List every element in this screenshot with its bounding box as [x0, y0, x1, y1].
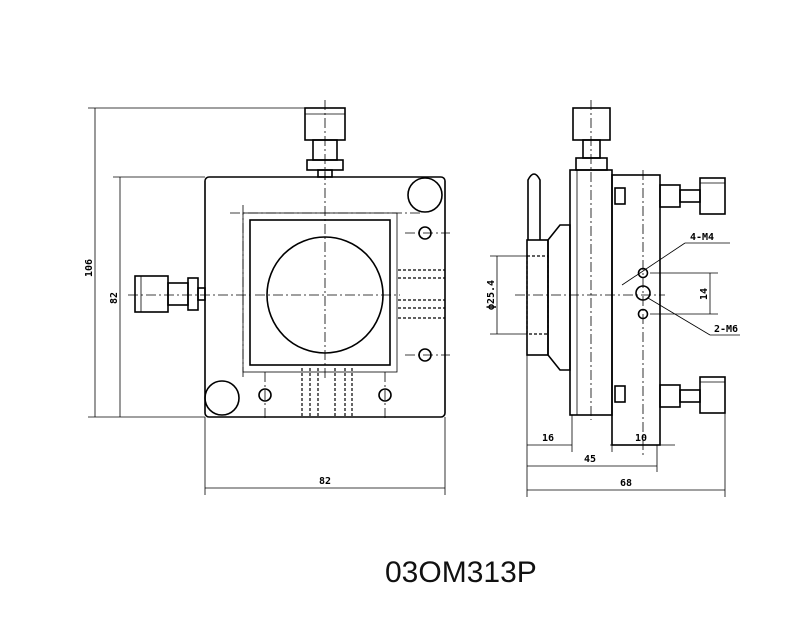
front-view [88, 100, 450, 495]
screws [258, 226, 450, 420]
side-dimensions [490, 255, 726, 497]
dim-height-overall: 106 [84, 259, 95, 277]
dim-overall: 68 [620, 478, 632, 489]
model-number: 03OM313P [385, 556, 537, 589]
dim-lens-depth: 16 [542, 433, 554, 444]
label-holes-m4: 4-M4 [690, 232, 714, 243]
dim-body: 45 [584, 454, 596, 465]
dim-height-plate: 82 [109, 292, 120, 304]
side-view [490, 100, 740, 497]
inner-plate [249, 219, 391, 366]
dim-aperture: ϕ25.4 [486, 280, 497, 310]
side-plate [611, 174, 661, 446]
left-adjuster-knob [128, 275, 250, 313]
dim-width-plate: 82 [319, 476, 331, 487]
side-knob-bottom [614, 376, 726, 414]
front-dimensions [88, 107, 446, 495]
side-knob-top [614, 177, 726, 215]
label-holes-m6: 2-M6 [714, 324, 738, 335]
lens-tube [526, 239, 549, 356]
top-adjuster-knob [304, 100, 346, 180]
dim-hole-spacing: 14 [699, 288, 710, 300]
dim-plate: 10 [635, 433, 647, 444]
